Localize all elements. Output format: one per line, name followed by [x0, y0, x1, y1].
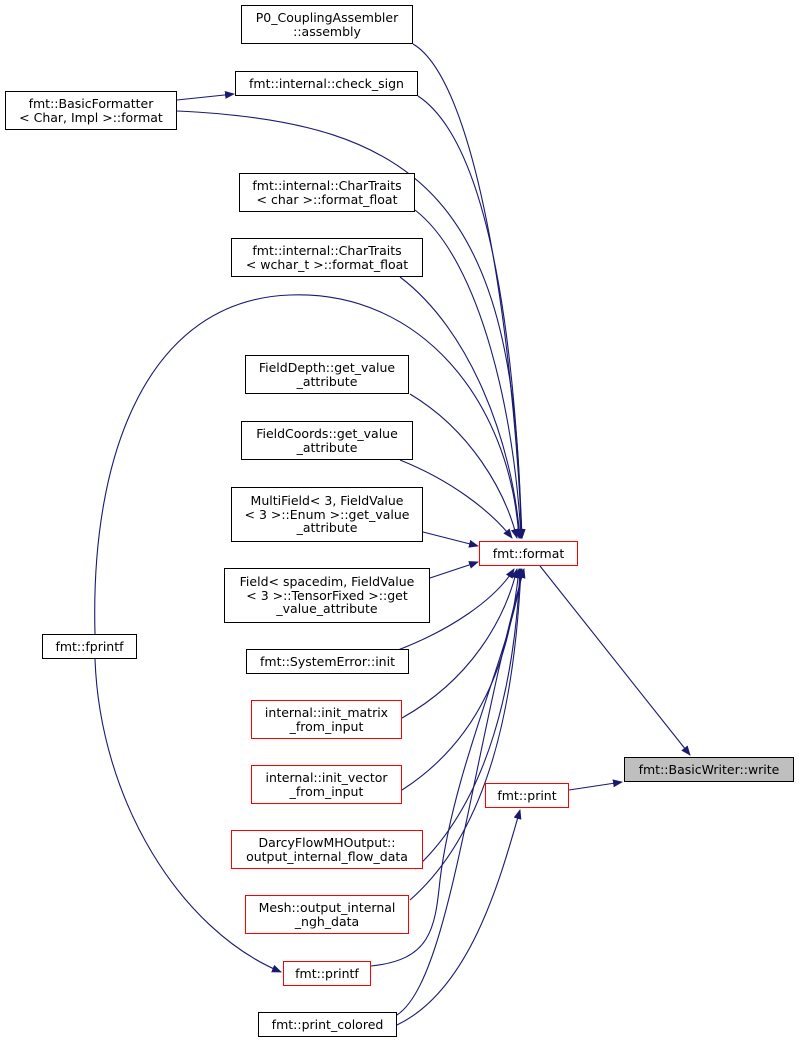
node-field[interactable]: Field< spacedim, FieldValue< 3 >::Tensor… — [224, 568, 430, 623]
node-label-line: _value_attribute — [276, 601, 378, 617]
edge-init_matrix-to-format — [401, 568, 519, 719]
node-label-line: fmt::fprintf — [55, 638, 124, 654]
edge-print_colored-to-print — [396, 809, 522, 1026]
node-write[interactable]: fmt::BasicWriter::write — [624, 757, 794, 782]
node-label-line: < 3 >::Enum >::get_value — [244, 506, 410, 522]
node-basic-formatter[interactable]: fmt::BasicFormatter< Char, Impl >::forma… — [5, 91, 177, 130]
edge-fielddepth-to-format — [409, 393, 519, 539]
node-label-line: output_internal_flow_data — [246, 848, 408, 864]
edge-fprintf-to-format — [94, 294, 523, 635]
node-check-sign[interactable]: fmt::internal::check_sign — [235, 71, 418, 96]
edge-assembly-to-format — [412, 43, 526, 539]
edge-format-to-write — [539, 565, 691, 756]
node-multifield[interactable]: MultiField< 3, FieldValue< 3 >::Enum >::… — [231, 487, 423, 542]
node-label-line: fmt::internal::CharTraits — [252, 243, 402, 258]
node-label-line: P0_CouplingAssembler — [255, 10, 399, 25]
node-label-line: fmt::internal::check_sign — [249, 75, 404, 91]
node-printf[interactable]: fmt::printf — [283, 961, 371, 986]
node-label-line: _from_input — [289, 783, 364, 799]
node-label-line: _attribute — [296, 439, 358, 455]
node-label-line: _ngh_data — [294, 913, 360, 929]
node-darcy[interactable]: DarcyFlowMHOutput::output_internal_flow_… — [231, 830, 423, 869]
node-label-line: ::assembly — [293, 23, 361, 39]
node-label-line: fmt::format — [492, 545, 565, 561]
node-label-line: FieldCoords::get_value — [256, 426, 398, 441]
node-assembly[interactable]: P0_CouplingAssembler::assembly — [241, 5, 413, 44]
node-label-line: MultiField< 3, FieldValue — [250, 493, 404, 509]
edge-fprintf-to-printf — [94, 658, 282, 973]
edge-check_sign-to-format — [417, 95, 526, 539]
node-label-line: fmt::BasicWriter::write — [638, 761, 780, 777]
node-systemerror[interactable]: fmt::SystemError::init — [246, 649, 409, 674]
node-label-line: Mesh::output_internal — [258, 900, 396, 915]
edge-fieldcoords-to-format — [399, 459, 513, 539]
edge-field-to-format — [429, 561, 479, 579]
node-label-line: fmt::SystemError::init — [260, 653, 395, 669]
edge-systemerror-to-format — [397, 568, 515, 651]
node-fieldcoords[interactable]: FieldCoords::get_value_attribute — [241, 421, 413, 460]
node-label-line: fmt::BasicFormatter — [28, 96, 154, 111]
node-label-line: internal::init_matrix — [264, 705, 389, 720]
node-label-line: fmt::internal::CharTraits — [252, 178, 402, 193]
edge-basic_formatter-to-format — [176, 110, 525, 539]
node-format[interactable]: fmt::format — [479, 541, 578, 566]
edge-multifield-to-format — [422, 531, 479, 548]
node-chartraits-wchar[interactable]: fmt::internal::CharTraits< wchar_t >::fo… — [231, 238, 423, 277]
node-label-line: < 3 >::TensorFixed >::get — [246, 587, 408, 603]
edge-basic_formatter-to-check_sign — [176, 90, 235, 101]
node-label-line: _attribute — [296, 373, 358, 389]
node-init-matrix[interactable]: internal::init_matrix_from_input — [251, 700, 402, 739]
edge-mesh-to-format — [409, 568, 525, 901]
node-fielddepth[interactable]: FieldDepth::get_value_attribute — [245, 355, 409, 394]
node-label-line: internal::init_vector — [265, 770, 388, 785]
node-label-line: Field< spacedim, FieldValue — [239, 574, 415, 590]
node-label-line: fmt::print_colored — [271, 1016, 384, 1032]
edge-print_colored-to-format — [396, 568, 526, 1016]
node-label-line: DarcyFlowMHOutput:: — [258, 835, 396, 850]
edge-darcy-to-format — [414, 568, 524, 870]
node-print-colored[interactable]: fmt::print_colored — [258, 1012, 397, 1037]
node-label-line: < wchar_t >::format_float — [245, 256, 409, 272]
node-label-line: < char >::format_float — [256, 191, 398, 207]
node-print[interactable]: fmt::print — [485, 783, 569, 808]
node-label-line: fmt::printf — [295, 965, 359, 981]
edge-print-to-write — [568, 779, 623, 791]
node-label-line: _attribute — [296, 520, 358, 536]
edge-chartraits_wchar-to-format — [399, 276, 524, 539]
node-init-vector[interactable]: internal::init_vector_from_input — [251, 765, 402, 804]
node-mesh[interactable]: Mesh::output_internal_ngh_data — [245, 895, 409, 934]
node-fprintf[interactable]: fmt::fprintf — [42, 634, 137, 659]
node-label-line: < Char, Impl >::format — [19, 109, 163, 125]
node-label-line: _from_input — [289, 718, 364, 734]
edge-chartraits_char-to-format — [414, 209, 525, 539]
node-label-line: fmt::print — [497, 787, 557, 803]
node-label-line: FieldDepth::get_value — [258, 360, 396, 375]
node-chartraits-char[interactable]: fmt::internal::CharTraits< char >::forma… — [239, 173, 415, 212]
